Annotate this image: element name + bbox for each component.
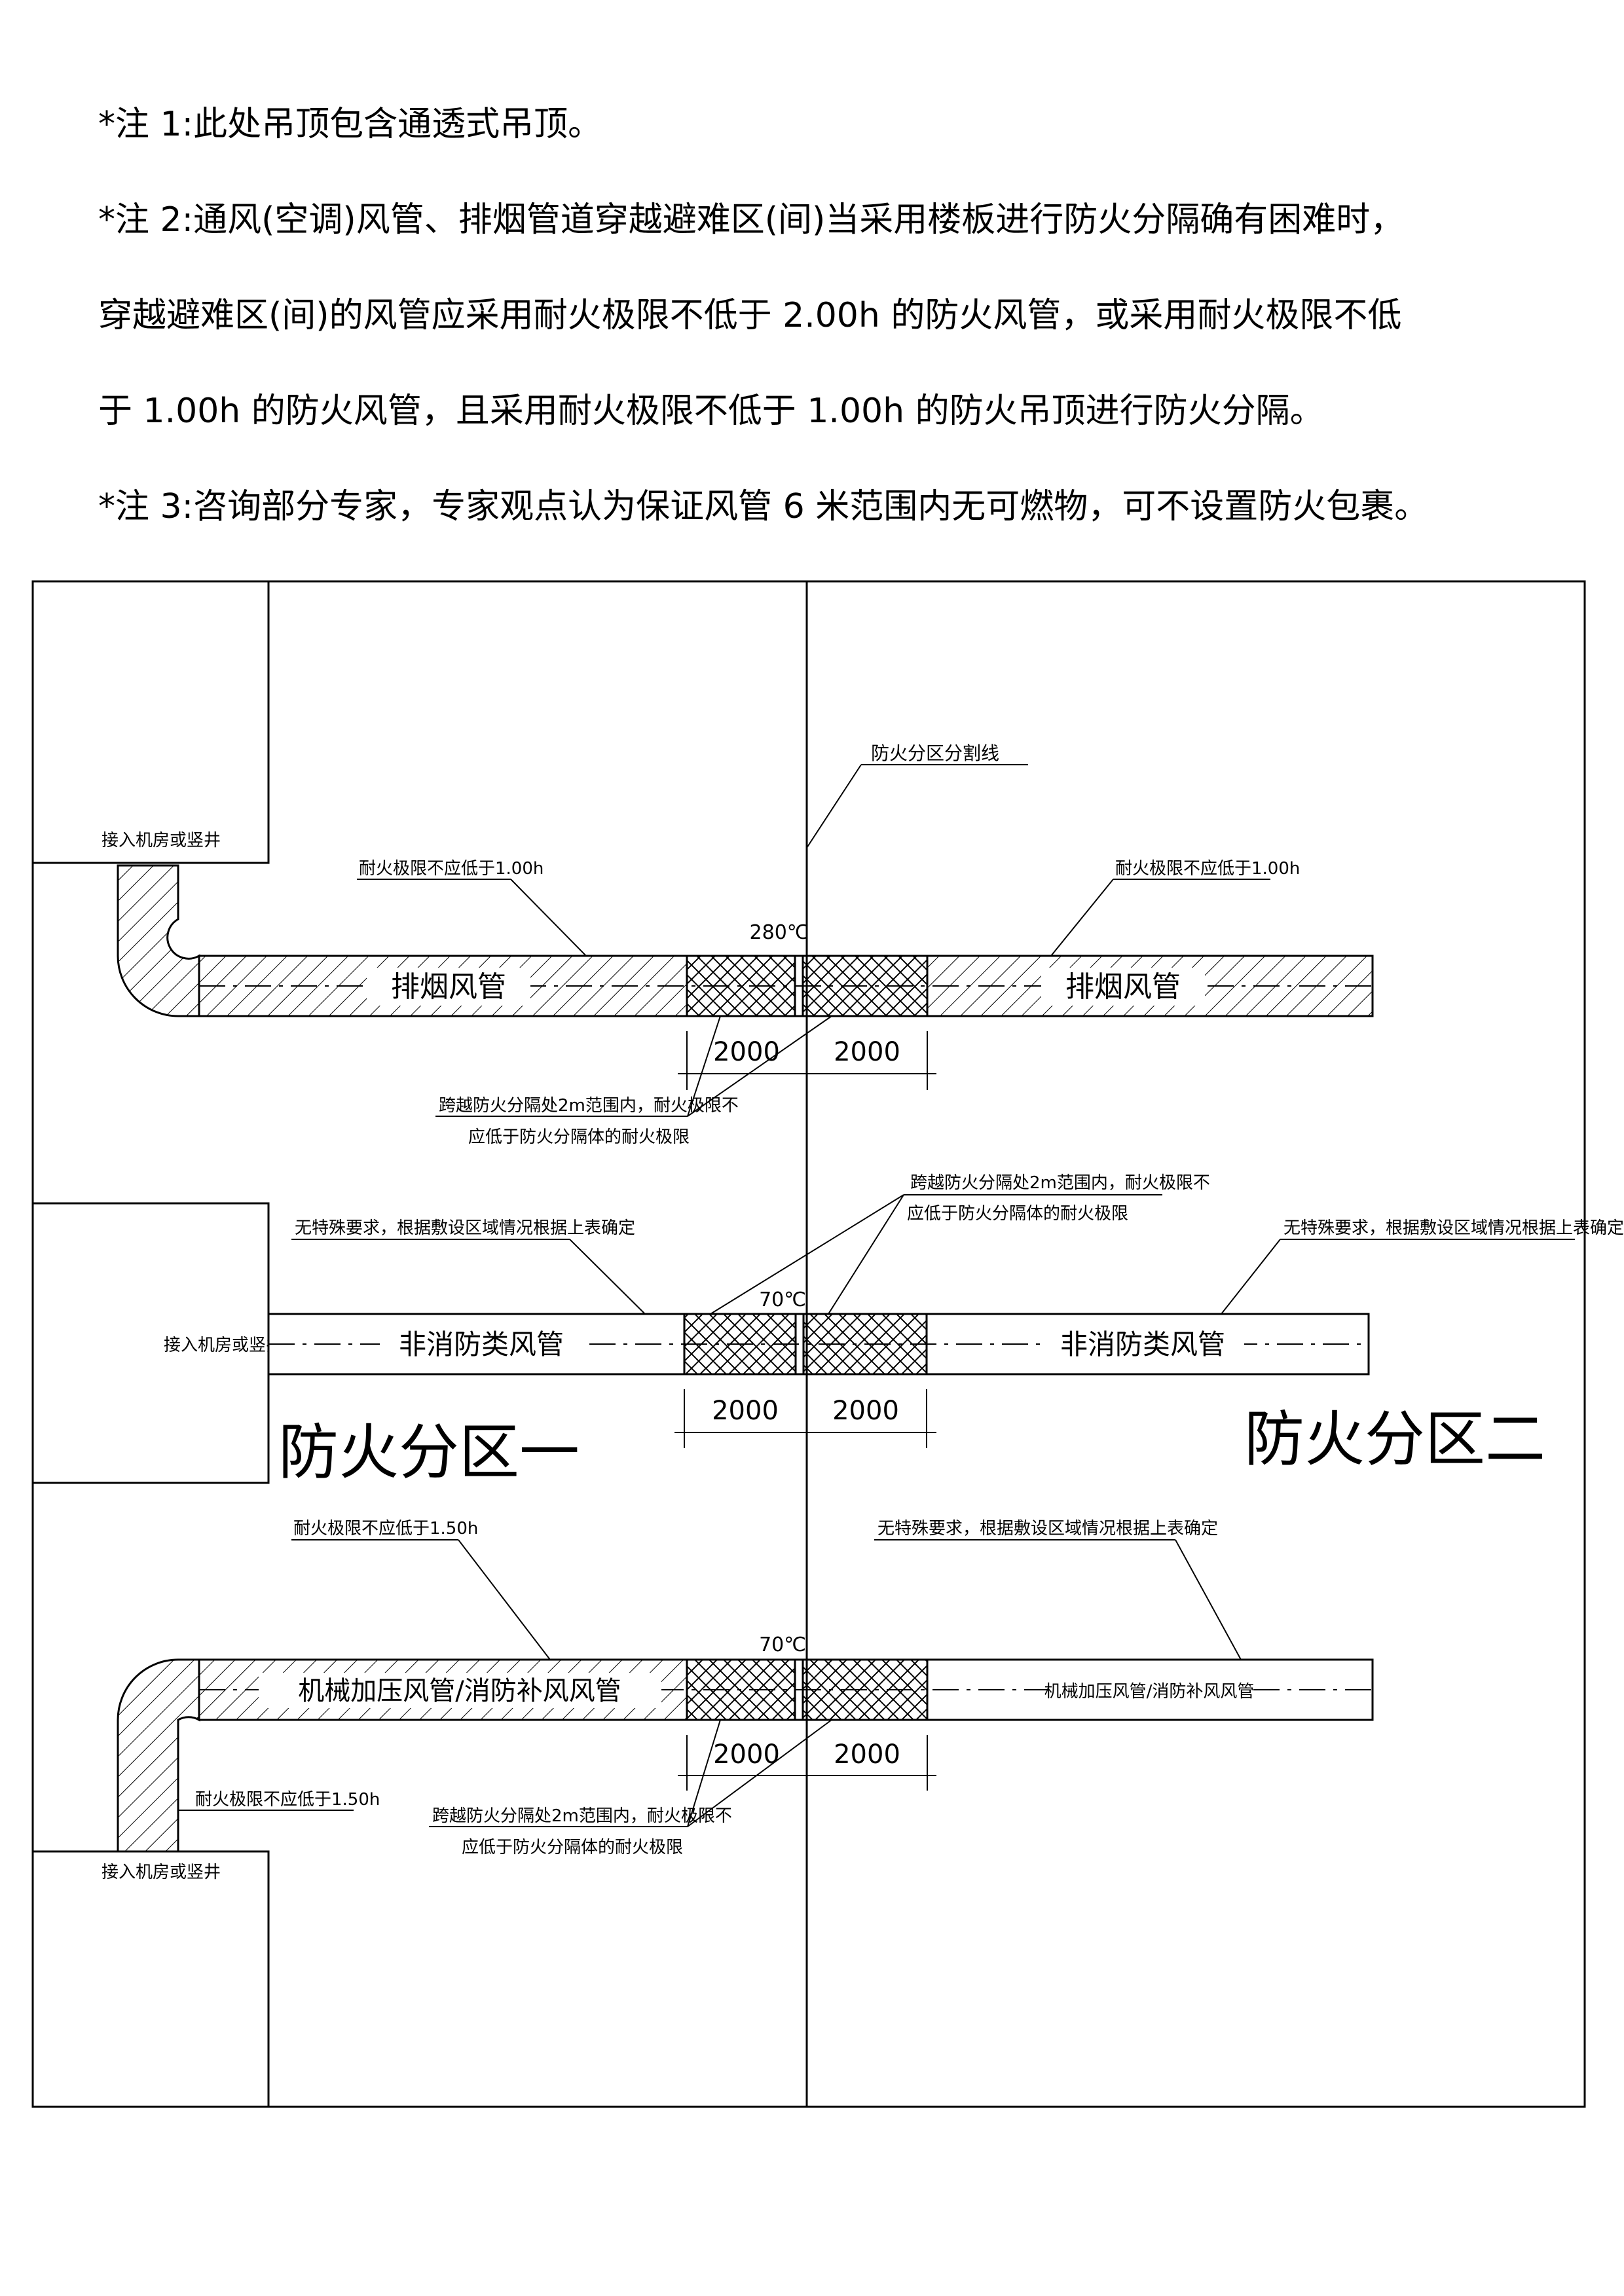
zone-one-title: 防火分区一 (278, 1417, 580, 1487)
general-span-note-2: 应低于防火分隔体的耐火极限 (907, 1204, 1128, 1224)
general-dim-left: 2000 (712, 1396, 779, 1426)
general-duct-name-right: 非消防类风管 (1060, 1328, 1225, 1360)
zone-two-title: 防火分区二 (1244, 1404, 1545, 1474)
smoke-duct-name-left: 排烟风管 (391, 970, 506, 1004)
smoke-span-note-1: 跨越防火分隔处2m范围内，耐火极限不 (439, 1096, 739, 1116)
general-dim-right: 2000 (832, 1396, 899, 1426)
note-1: *注 1:此处吊顶包含通透式吊顶。 (98, 105, 602, 144)
smoke-duct-group: 排烟风管 排烟风管 280℃ 耐火极限不应低于1.00h 耐火极限不应低于1.0… (117, 859, 1374, 1147)
pressure-dim-left: 2000 (713, 1740, 780, 1770)
shaft-label-middle: 接入机房或竖井 (164, 1336, 283, 1355)
pressure-duct-name-right: 机械加压风管/消防补风风管 (1044, 1682, 1255, 1702)
general-left-note: 无特殊要求，根据敷设区域情况根据上表确定 (295, 1218, 635, 1238)
smoke-name-bg-left (367, 968, 530, 1006)
divider-label: 防火分区分割线 (871, 742, 999, 764)
notes-section: *注 1:此处吊顶包含通透式吊顶。 *注 2:通风(空调)风管、排烟管道穿越避难… (98, 105, 1552, 583)
pressure-dim-right: 2000 (834, 1740, 900, 1770)
note-2-line-2: 穿越避难区(间)的风管应采用耐火极限不低于 2.00h 的防火风管，或采用耐火极… (98, 296, 1402, 335)
note-2-line-1: *注 2:通风(空调)风管、排烟管道穿越避难区(间)当采用楼板进行防火分隔确有困… (98, 200, 1405, 240)
smoke-span-note-2: 应低于防火分隔体的耐火极限 (468, 1127, 690, 1147)
shaft-box-bottom (31, 1850, 270, 2107)
pressure-riser-rating: 耐火极限不应低于1.50h (195, 1790, 380, 1810)
smoke-dim-right: 2000 (834, 1037, 900, 1067)
pressure-left-rating: 耐火极限不应低于1.50h (293, 1519, 478, 1539)
smoke-duct-name-right: 排烟风管 (1065, 970, 1181, 1004)
smoke-left-rating: 耐火极限不应低于1.00h (359, 859, 544, 879)
smoke-dim-left: 2000 (713, 1037, 780, 1067)
smoke-right-rating: 耐火极限不应低于1.00h (1115, 859, 1300, 879)
pressure-span-note-2: 应低于防火分隔体的耐火极限 (462, 1838, 683, 1857)
shaft-label-bottom: 接入机房或竖井 (101, 1863, 221, 1882)
pressure-temp-label: 70℃ (759, 1633, 806, 1656)
shaft-label-top: 接入机房或竖井 (101, 831, 221, 850)
general-duct-group: 非消防类风管 非消防类风管 70℃ 无特殊要求，根据敷设区域情况根据上表确定 无… (267, 1173, 1624, 1448)
shaft-box-top (33, 580, 270, 864)
smoke-name-bg-right (1041, 968, 1205, 1006)
divider-leader (806, 764, 862, 848)
smoke-duct-elbow (117, 864, 200, 1017)
pressure-duct-group: 机械加压风管/消防补风风管 机械加压风管/消防补风风管 70℃ 耐火极限不应低于… (117, 1519, 1374, 1857)
general-temp-label: 70℃ (759, 1288, 806, 1311)
pressure-duct-elbow (117, 1658, 200, 1853)
general-duct-name-left: 非消防类风管 (399, 1328, 564, 1360)
note-2-line-3: 于 1.00h 的防火风管，且采用耐火极限不低于 1.00h 的防火吊顶进行防火… (98, 392, 1324, 431)
note-3: *注 3:咨询部分专家，专家观点认为保证风管 6 米范围内无可燃物，可不设置防火… (98, 487, 1429, 526)
general-right-note: 无特殊要求，根据敷设区域情况根据上表确定 (1283, 1218, 1624, 1238)
general-span-note-1: 跨越防火分隔处2m范围内，耐火极限不 (910, 1173, 1210, 1193)
pressure-duct-name-left: 机械加压风管/消防补风风管 (298, 1676, 621, 1706)
pressure-right-note: 无特殊要求，根据敷设区域情况根据上表确定 (877, 1519, 1218, 1539)
smoke-temp-label: 280℃ (750, 921, 809, 944)
pressure-span-note-1: 跨越防火分隔处2m范围内，耐火极限不 (432, 1806, 732, 1826)
